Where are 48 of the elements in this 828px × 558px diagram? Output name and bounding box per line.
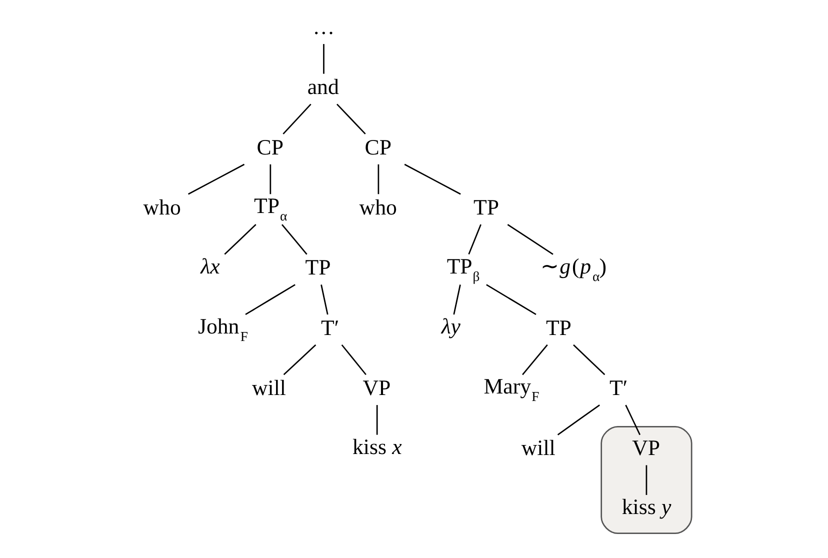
connector [320,284,328,315]
connector [224,224,256,255]
node-text: CP [256,135,284,160]
connector [453,284,461,315]
connector [245,284,296,316]
connector [573,344,606,376]
connector [376,405,378,435]
connector [468,224,482,255]
connector [404,164,461,195]
node-text: will [521,436,556,460]
node-text: TP [473,195,499,220]
connector [336,104,366,134]
connector [283,344,316,376]
node-text: who [143,195,181,220]
node-text: T′ [610,376,628,400]
connector [625,404,641,436]
node-text: VP [362,376,391,400]
node-text: will [252,376,286,400]
connector [188,164,245,195]
connector [341,344,366,376]
connector [282,104,312,134]
node-text: … [312,14,335,39]
node-text: who [359,195,397,220]
node-text: kiss y [622,494,672,519]
connector [557,404,600,436]
connector [646,465,648,495]
node-text: Mary$_{F}$ [484,374,540,404]
node-text: and [307,75,339,100]
node-text: ∼g(p$_{α}$) [540,254,607,284]
node-text: CP [364,135,392,160]
connector [281,224,308,255]
node-text: John$_{F}$ [198,314,248,344]
connector [507,224,554,255]
node-text: TP$_{α}$ [254,194,288,224]
node-text: λy [441,314,461,338]
node-text: kiss x [352,434,402,459]
connector [522,344,548,376]
connector [270,164,272,194]
node-text: T′ [321,316,340,340]
node-text: λx [200,254,220,278]
connector [378,164,380,194]
connector [323,44,324,74]
node-text: TP [305,256,331,280]
node-text: TP$_{β}$ [446,254,480,284]
connector [486,284,536,316]
node-text: TP [546,316,572,340]
node-text: VP [632,436,660,460]
cluster [600,426,692,534]
